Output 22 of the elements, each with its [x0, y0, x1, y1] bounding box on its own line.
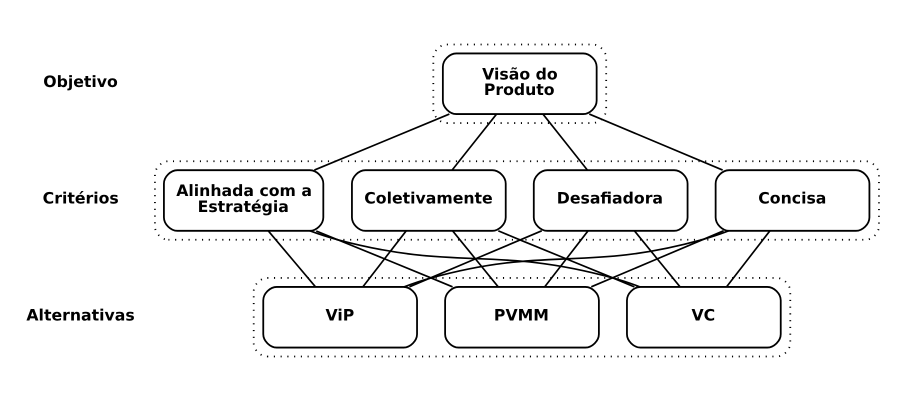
node-box: ViP: [262, 286, 418, 348]
connector: [497, 230, 634, 288]
connector: [309, 230, 640, 288]
label: Objetivo: [42, 71, 118, 90]
node-box: Visão do Produto: [441, 52, 598, 114]
connector: [590, 230, 724, 288]
node-box: Desafiadora: [532, 168, 688, 232]
label: Critérios: [42, 188, 118, 208]
connector: [403, 230, 728, 288]
node-box: Alinhada com a Estratégia: [162, 168, 324, 232]
node-box: VC: [626, 286, 782, 348]
cluster: [252, 276, 791, 357]
connector: [314, 112, 450, 170]
label: Alternativas: [26, 304, 134, 324]
connector: [315, 230, 452, 288]
connector: [588, 112, 722, 170]
connector: [408, 230, 542, 288]
cluster: [432, 43, 607, 124]
cluster: [154, 160, 880, 240]
node-box: Coletivamente: [350, 168, 506, 232]
node-box: Concisa: [714, 168, 870, 232]
node-box: PVMM: [444, 286, 600, 348]
